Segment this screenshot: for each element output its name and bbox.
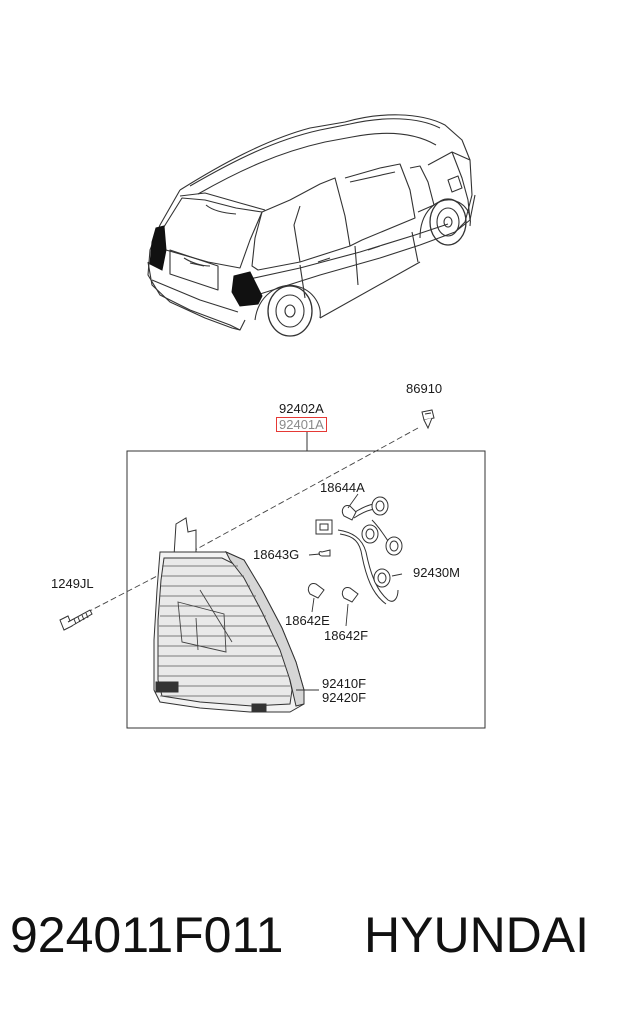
label-92410f: 92410F xyxy=(322,676,367,691)
label-18644a: 18644A xyxy=(320,480,365,495)
label-1249jl: 1249JL xyxy=(51,576,94,591)
bolt-1249jl-icon xyxy=(59,609,93,631)
label-18642f: 18642F xyxy=(324,628,369,643)
label-18642e: 18642E xyxy=(285,613,330,628)
assembly-frame xyxy=(126,450,486,729)
label-92401a-highlighted[interactable]: 92401A xyxy=(276,417,327,432)
parts-diagram xyxy=(59,114,486,729)
label-92402a: 92402A xyxy=(279,401,324,416)
part-number: 924011F011 xyxy=(10,907,284,963)
label-86910: 86910 xyxy=(406,381,443,396)
brand-name: HYUNDAI xyxy=(364,907,590,963)
label-92420f: 92420F xyxy=(322,690,367,705)
footer: 924011F011 HYUNDAI xyxy=(0,905,620,975)
vehicle-left-tail-lamp xyxy=(149,225,167,271)
wiring-harness-icon xyxy=(315,496,403,605)
tail-lamp-assembly xyxy=(153,517,305,713)
label-92430m: 92430M xyxy=(413,565,460,580)
vehicle-illustration xyxy=(147,114,476,337)
bulbs xyxy=(307,505,359,603)
label-18643g: 18643G xyxy=(253,547,300,562)
label-leaders xyxy=(296,493,403,691)
vehicle-right-tail-lamp xyxy=(231,271,263,307)
screw-86910-icon xyxy=(421,409,435,430)
